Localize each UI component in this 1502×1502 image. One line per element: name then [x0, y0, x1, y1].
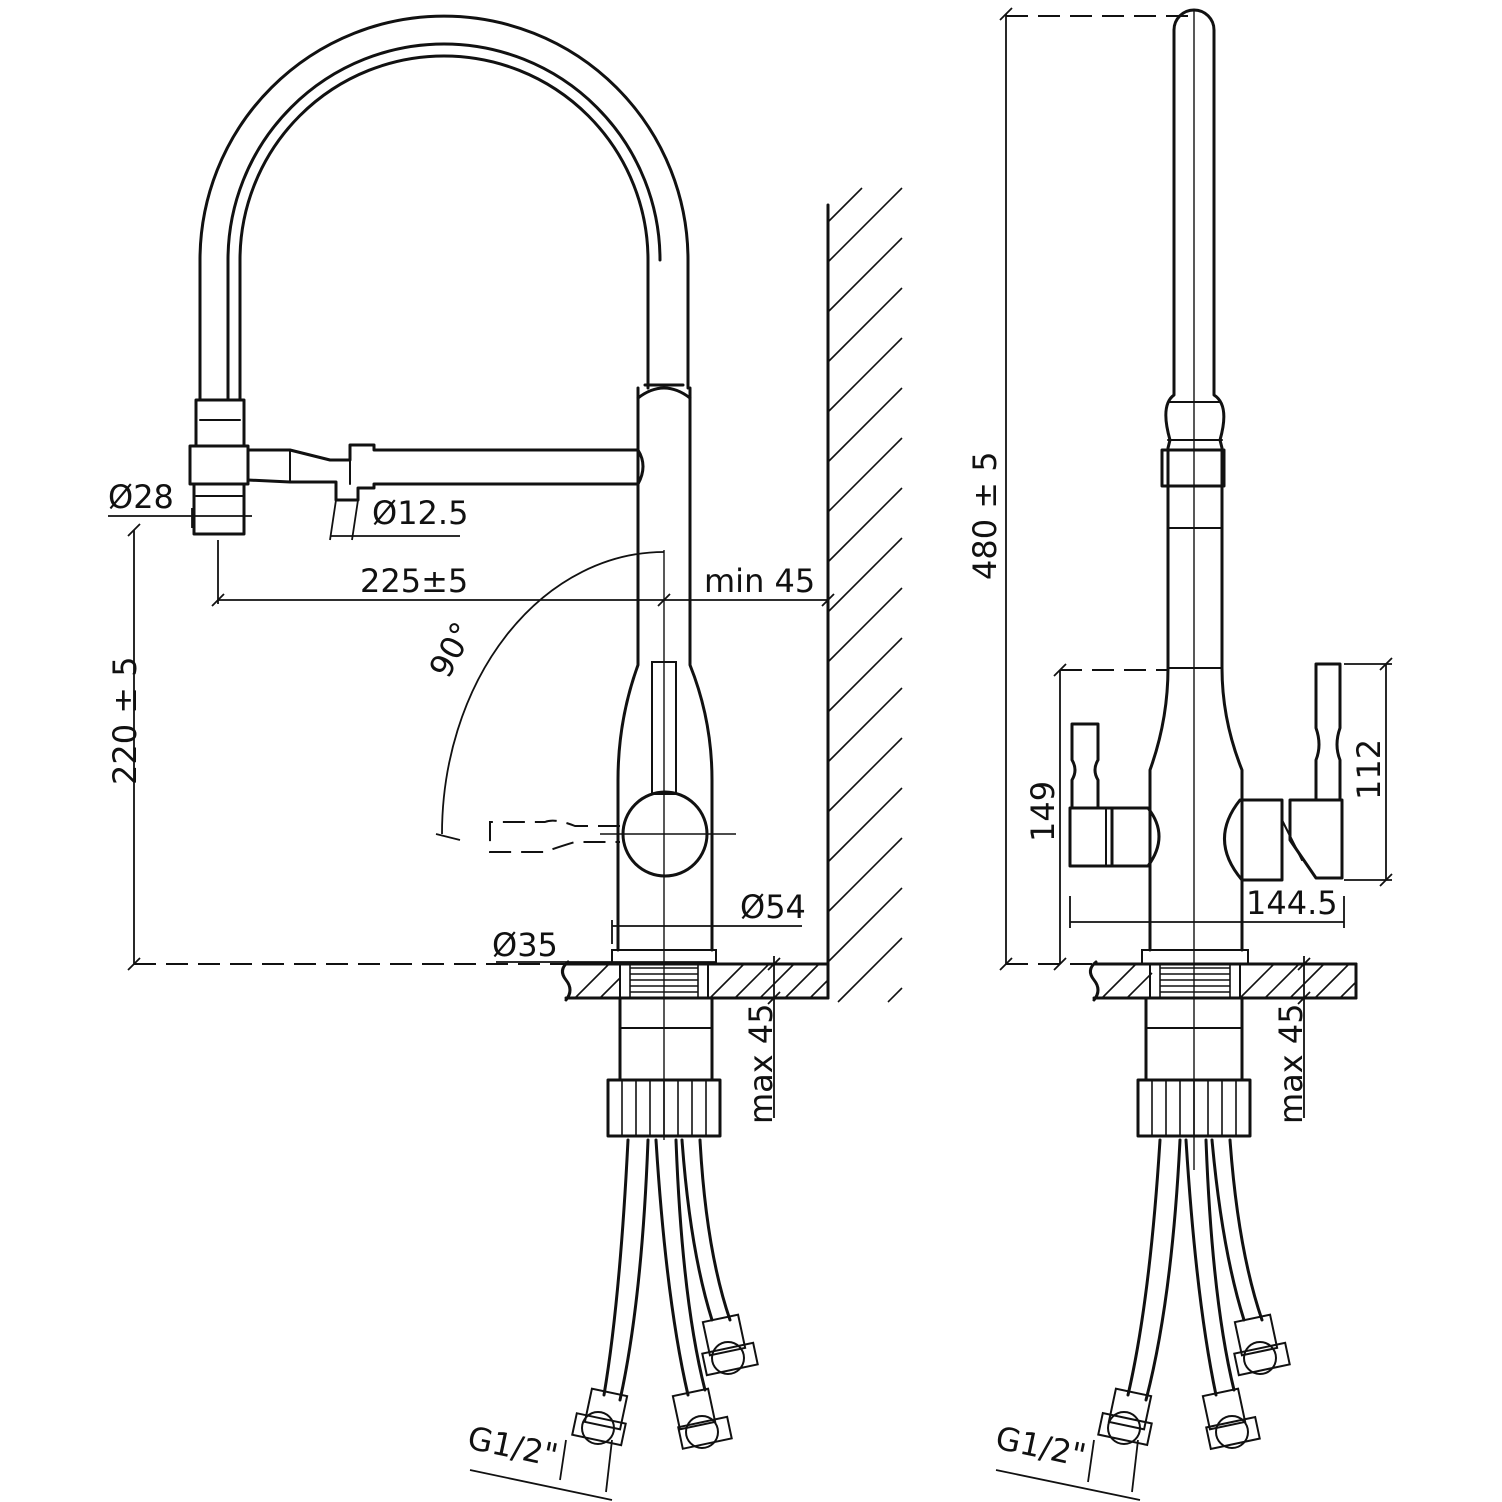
- label-h112: 112: [1350, 739, 1388, 800]
- label-dia54: Ø54: [740, 888, 806, 926]
- side-view: 480 ± 5 149 112 144.5 max 45 G1/2": [966, 7, 1393, 1501]
- label-g12-left: G1/2": [464, 1419, 561, 1475]
- label-dia28: Ø28: [108, 478, 174, 516]
- label-total-height: 480 ± 5: [966, 451, 1004, 580]
- countertop: [561, 960, 830, 1002]
- label-g12-right: G1/2": [992, 1419, 1089, 1475]
- label-dia35: Ø35: [492, 926, 558, 964]
- label-max45-left: max 45: [742, 1003, 780, 1124]
- countertop-right: [1089, 960, 1358, 1002]
- hoses-left: [571, 1138, 759, 1450]
- label-max45-right: max 45: [1272, 1003, 1310, 1124]
- dimensions-left: [108, 499, 835, 1501]
- label-h149: 149: [1024, 781, 1062, 842]
- label-reach: 225±5: [360, 562, 468, 600]
- label-dia12-5: Ø12.5: [372, 494, 468, 532]
- faucet-body-side: [1068, 8, 1344, 1170]
- label-angle: 90°: [422, 616, 482, 684]
- hoses-right: [1097, 1138, 1291, 1451]
- label-height-spout: 220 ± 5: [106, 656, 144, 785]
- front-view: Ø28 Ø12.5 225±5 min 45 90° 220 ± 5 Ø54 Ø…: [106, 14, 903, 1501]
- label-w144-5: 144.5: [1246, 884, 1338, 922]
- faucet-body: [489, 383, 736, 1140]
- label-wall-min: min 45: [704, 562, 815, 600]
- wall: [826, 187, 903, 1003]
- spout: [188, 14, 690, 536]
- dimensions-right: [995, 7, 1393, 1501]
